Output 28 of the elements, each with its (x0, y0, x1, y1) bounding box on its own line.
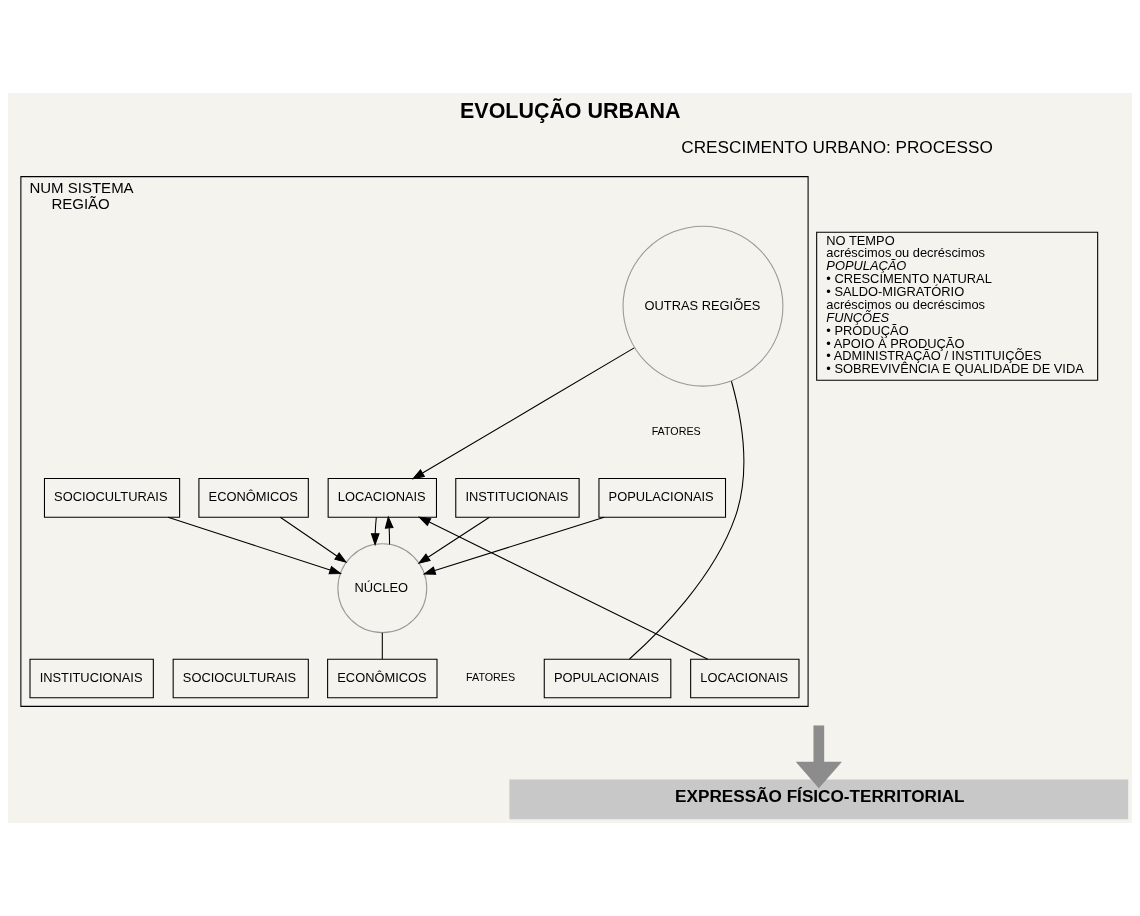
diagram-title: EVOLUÇÃO URBANA (460, 98, 681, 123)
arrow (411, 347, 635, 480)
node-box: ECONÔMICOS (198, 478, 309, 518)
node-box: POPULACIONAIS (543, 658, 672, 699)
arrow (422, 516, 605, 575)
connector (381, 632, 383, 660)
label: FATORES (651, 425, 701, 438)
node-box: SOCIOCULTURAIS (172, 658, 309, 699)
arrow (417, 516, 490, 565)
node-box: EXPRESSÃO FÍSICO-TERRITORIAL (509, 779, 1129, 820)
node-box: POPULACIONAIS (598, 478, 727, 518)
node-box: INSTITUCIONAIS (455, 478, 580, 518)
node-box: INSTITUCIONAIS (29, 658, 154, 699)
arrow (279, 516, 348, 564)
arrow (370, 516, 380, 547)
node-circle: NÚCLEO (337, 543, 428, 634)
node-circle: OUTRAS REGIÕES (622, 225, 784, 387)
node-box: ECONÔMICOS (327, 658, 438, 699)
node-box: LOCACIONAIS (327, 478, 437, 518)
label: CRESCIMENTO URBANO: PROCESSO (681, 136, 993, 157)
connector (629, 380, 745, 660)
label: FATORES (466, 671, 516, 684)
node-box: NO TEMPO acréscimos ou decréscimos POPULAÇÃO • CRESCIMENTO NATURAL • SALDO-MIGRATÓRIO acréscimos ou decréscimos FUNÇÕES • PRODUÇÃO • APOIO À PRODUÇÃO • ADMINISTRAÇÃO / INSTITUIÇÕES • SOBREVIVÊNCIA E QUALIDADE DE VIDA (816, 231, 1099, 381)
arrow (795, 725, 842, 789)
node-box: LOCACIONAIS (690, 658, 800, 699)
arrow (417, 516, 709, 660)
arrow (167, 516, 343, 575)
node-box: SOCIOCULTURAIS (43, 478, 181, 518)
